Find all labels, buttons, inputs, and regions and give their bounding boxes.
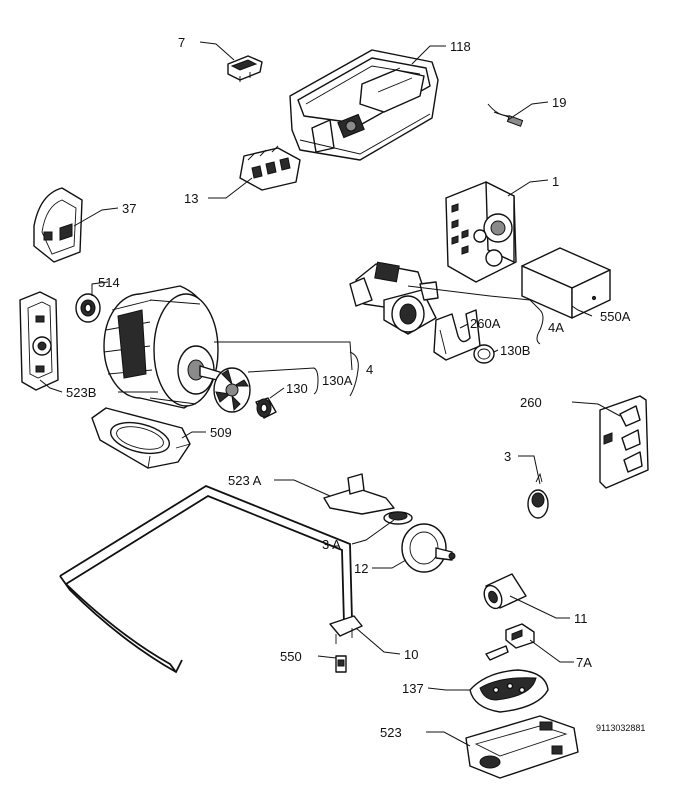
label-part-13: 13: [184, 191, 198, 206]
part-523B-bracket: [19, 291, 59, 391]
part-7-connector: [227, 55, 263, 82]
part-550-bushing: [335, 655, 347, 673]
label-part-514: 514: [98, 275, 120, 290]
part-3-thermostat: [527, 472, 549, 519]
label-part-3A: 3 A: [322, 537, 341, 552]
label-part-137: 137: [402, 681, 424, 696]
part-514-seal: [75, 293, 101, 323]
part-13-terminal-block: [239, 145, 301, 191]
label-part-509: 509: [210, 425, 232, 440]
label-part-19: 19: [552, 95, 566, 110]
label-part-130: 130: [286, 381, 308, 396]
part-1-timer: [445, 181, 517, 283]
label-part-7: 7: [178, 35, 185, 50]
drawing-code: 9113032881: [596, 723, 645, 733]
label-part-130B: 130B: [500, 343, 530, 358]
label-part-11: 11: [574, 611, 588, 626]
part-118-control-housing: [289, 49, 439, 161]
part-130A-impeller: [213, 367, 251, 413]
part-137-filter: [469, 669, 549, 713]
part-550A-cover-box: [521, 247, 611, 319]
label-part-37: 37: [122, 201, 136, 216]
label-part-3: 3: [504, 449, 511, 464]
part-10-heating-element: [59, 484, 363, 674]
label-part-260: 260: [520, 395, 542, 410]
part-4A-drain-pump: [349, 261, 439, 335]
part-523A-bracket: [323, 473, 395, 515]
label-part-12: 12: [354, 561, 368, 576]
part-19-sensor: [487, 103, 524, 127]
part-509-gasket: [91, 407, 191, 469]
label-part-523: 523: [380, 725, 402, 740]
label-part-4: 4: [366, 362, 373, 377]
label-part-7A: 7A: [576, 655, 592, 670]
leader-lines: [39, 41, 621, 747]
label-part-523B: 523B: [66, 385, 96, 400]
label-part-1: 1: [552, 174, 559, 189]
label-part-118: 118: [450, 39, 471, 54]
label-part-523A: 523 A: [228, 473, 262, 488]
label-part-4A: 4A: [548, 320, 564, 335]
label-part-10: 10: [404, 647, 418, 662]
part-130B-oring: [473, 344, 495, 364]
part-3A-thermostat: [383, 511, 413, 525]
part-130-seal: [255, 397, 277, 419]
part-12-pressure-switch: [401, 523, 456, 573]
label-part-550: 550: [280, 649, 302, 664]
part-7A-microswitch: [485, 623, 535, 661]
label-part-130A: 130A: [322, 373, 353, 388]
label-part-260A: 260A: [470, 316, 501, 331]
part-4-pump-motor: [103, 285, 227, 409]
part-11-cylinder: [483, 573, 527, 610]
label-part-550A: 550A: [600, 309, 631, 324]
part-37-end-cover: [33, 187, 83, 263]
part-523-base-tray: [465, 715, 579, 779]
part-260-bracket: [599, 395, 649, 489]
